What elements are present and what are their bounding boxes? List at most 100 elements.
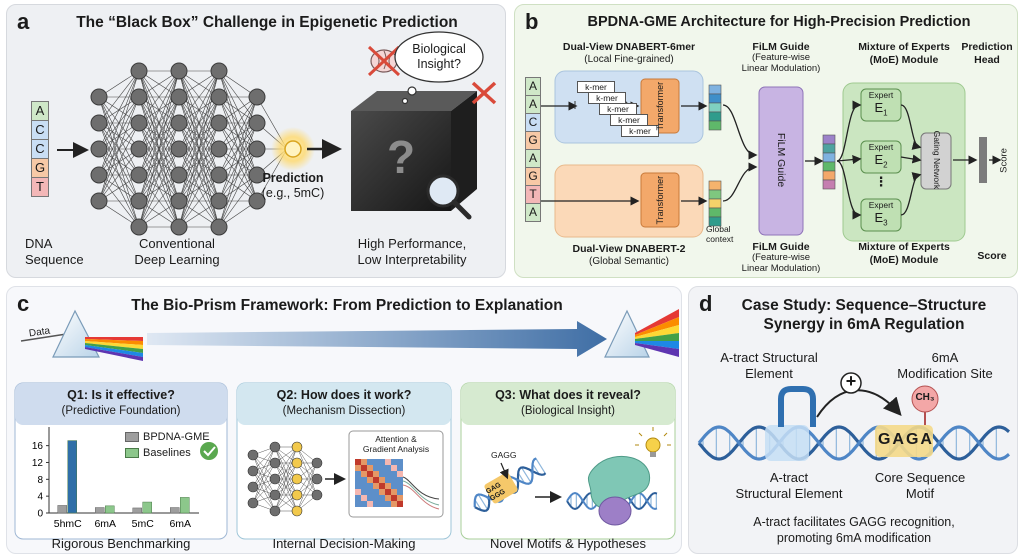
heatmap-cell [379, 477, 385, 483]
network-node [210, 166, 228, 184]
network-node [130, 218, 148, 236]
network-edge [178, 122, 220, 228]
network-node [130, 114, 148, 132]
heatmap-cell [391, 471, 397, 477]
heatmap-cell [361, 477, 367, 483]
mini-node [247, 465, 259, 477]
panel-title-1: Case Study: Sequence–Structure [741, 297, 987, 314]
heatmap-cell [379, 483, 385, 489]
mini-node [291, 473, 303, 485]
fused-feature-stack [822, 134, 836, 190]
magnifier-icon [426, 174, 472, 220]
feature-cell [708, 216, 722, 227]
expert-1-name: E1 [874, 100, 888, 118]
q2-title: Q2: How does it work? [276, 388, 412, 402]
panel-d: d Case Study: Sequence–Structure Synergy… [688, 286, 1018, 554]
heatmap-cell [385, 489, 391, 495]
feature-cell [708, 180, 722, 191]
y-tick-label: 16 [32, 441, 44, 452]
caption-1: A-tract facilitates GAGG recognition, [753, 515, 955, 529]
heatmap-cell [397, 483, 403, 489]
network-node [170, 114, 188, 132]
heatmap-cell [361, 501, 367, 507]
right-rainbow [635, 309, 679, 357]
feature-cell [822, 152, 836, 163]
heatmap-cell [367, 489, 373, 495]
feature-cell [708, 198, 722, 209]
network-edge [98, 148, 140, 202]
motif-label: GAGG [491, 450, 517, 460]
mini-node [247, 497, 259, 509]
nucleotide-cell: C [525, 113, 541, 132]
protein-icon [587, 456, 650, 526]
left-rainbow [85, 337, 143, 361]
rainbow-band [635, 309, 679, 335]
expert-3-name: E3 [874, 210, 888, 228]
network-node [170, 192, 188, 210]
heatmap-cell [373, 459, 379, 465]
heatmap-cell [373, 501, 379, 507]
strand [697, 425, 1010, 461]
network-edge [138, 70, 180, 150]
mini-edge [252, 462, 276, 504]
mini-node [269, 505, 281, 517]
heatmap-cell [355, 495, 361, 501]
heatmap-cell [379, 459, 385, 465]
motif-letter: G [877, 431, 891, 448]
feature-cell [708, 111, 722, 122]
mini-node [291, 441, 303, 453]
network-edge [178, 174, 220, 228]
heatmap-cell [367, 495, 373, 501]
heatmap-cell [373, 489, 379, 495]
network-node [170, 140, 188, 158]
legend-swatch-1 [125, 448, 139, 458]
base-pair [477, 494, 489, 510]
prediction-example: (e.g., 5mC) [261, 186, 325, 200]
gating-label: Gating Network [931, 130, 942, 190]
feature-cell [708, 207, 722, 218]
mini-edge [296, 462, 318, 496]
q1-title: Q1: Is it effective? [67, 388, 175, 402]
mini-network [247, 441, 323, 517]
mini-node [311, 473, 323, 485]
expert-2-label: Expert [868, 142, 894, 152]
film-guide-box [758, 86, 804, 236]
bottom-branch-title: Dual-View DNABERT-2 [572, 243, 686, 255]
y-tick-label: 4 [37, 492, 43, 503]
heatmap-cell [397, 465, 403, 471]
motif-letters: G A G A [877, 431, 933, 449]
dna-double-helix [697, 425, 1010, 461]
expert-dots: ⋮ [874, 174, 888, 189]
synergy-diagram [697, 372, 1010, 461]
expert-1-label: Expert [868, 90, 894, 100]
motif-letter: A [920, 431, 932, 448]
feature-cell [708, 84, 722, 95]
synergy-arrow [816, 389, 902, 418]
nucleotide-cell: A [525, 149, 541, 168]
network-node [210, 88, 228, 106]
network-node [170, 62, 188, 80]
q3-sub: (Biological Insight) [521, 405, 615, 417]
network-node [210, 62, 228, 80]
mini-node [247, 481, 259, 493]
heatmap-cell [379, 471, 385, 477]
feature-cell [822, 170, 836, 181]
heatmap-cell [373, 483, 379, 489]
mini-node [291, 457, 303, 469]
network-edge [178, 70, 220, 124]
heatmap-cell [355, 483, 361, 489]
element-bottom-1: A-tract [769, 470, 809, 485]
network-node [210, 114, 228, 132]
network-edge [218, 122, 258, 228]
dna-label-1: DNA [25, 236, 53, 251]
heatmap-cell [397, 495, 403, 501]
check-icon [200, 442, 218, 460]
heatmap-cell [367, 459, 373, 465]
network-edge [218, 96, 258, 176]
x-tick-label: 5mC [132, 518, 155, 530]
network-node [90, 114, 108, 132]
mini-node [291, 505, 303, 517]
x-tick-label: 5hmC [54, 518, 82, 530]
